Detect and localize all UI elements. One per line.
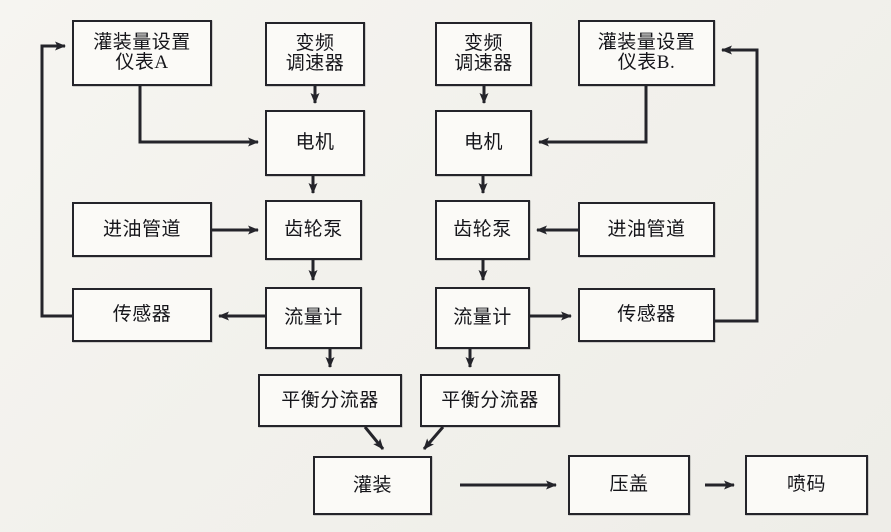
edge-splitter-right-to-filling	[422, 426, 445, 450]
edge-sensor-left-to-set-a-feedback	[40, 41, 72, 318]
node-filling-amount-setting-instrument-b[interactable]: 灌装量设置 仪表B.	[578, 20, 715, 86]
node-sensor-right[interactable]: 传感器	[578, 288, 715, 342]
edge-set-a-to-motor-left	[138, 86, 259, 147]
edge-set-b-to-motor-right	[538, 86, 648, 147]
node-inkjet-coding[interactable]: 喷码	[745, 455, 868, 515]
node-inverter-speed-controller-left[interactable]: 变频 调速器	[265, 22, 365, 86]
node-filling-amount-setting-instrument-a[interactable]: 灌装量设置 仪表A	[72, 20, 212, 86]
node-gear-pump-right[interactable]: 齿轮泵	[435, 200, 530, 260]
edge-sensor-right-to-set-b-feedback	[715, 45, 759, 323]
node-label: 变频 调速器	[285, 33, 345, 74]
node-label: 变频 调速器	[454, 33, 513, 74]
node-label: 平衡分流器	[441, 389, 539, 411]
node-label: 灌装量设置 仪表B.	[597, 32, 696, 73]
node-label: 流量计	[284, 307, 343, 329]
edge-splitter-left-to-filling	[363, 426, 385, 450]
node-label: 传感器	[617, 304, 676, 326]
node-label: 灌装	[352, 474, 392, 496]
node-oil-inlet-pipeline-right[interactable]: 进油管道	[578, 202, 715, 257]
node-gear-pump-left[interactable]: 齿轮泵	[265, 200, 362, 260]
node-motor-right[interactable]: 电机	[435, 110, 532, 176]
node-label: 传感器	[112, 304, 172, 326]
node-label: 灌装量设置 仪表A	[93, 32, 191, 73]
node-inverter-speed-controller-right[interactable]: 变频 调速器	[435, 22, 532, 86]
node-balance-flow-divider-right[interactable]: 平衡分流器	[420, 374, 560, 427]
node-motor-left[interactable]: 电机	[265, 110, 365, 176]
node-capping[interactable]: 压盖	[568, 455, 690, 515]
node-label: 电机	[295, 132, 335, 154]
node-flow-meter-right[interactable]: 流量计	[435, 287, 530, 349]
node-filling[interactable]: 灌装	[313, 456, 432, 515]
node-label: 齿轮泵	[453, 219, 512, 241]
node-sensor-left[interactable]: 传感器	[72, 288, 212, 342]
node-balance-flow-divider-left[interactable]: 平衡分流器	[258, 374, 402, 427]
node-label: 喷码	[786, 474, 826, 496]
node-label: 电机	[463, 132, 503, 154]
node-label: 流量计	[453, 307, 512, 329]
node-label: 压盖	[609, 474, 649, 496]
node-label: 进油管道	[102, 218, 181, 240]
node-label: 平衡分流器	[281, 389, 379, 411]
node-flow-meter-left[interactable]: 流量计	[265, 287, 362, 349]
node-label: 进油管道	[607, 218, 686, 240]
node-label: 齿轮泵	[284, 219, 343, 241]
node-oil-inlet-pipeline-left[interactable]: 进油管道	[72, 202, 212, 257]
